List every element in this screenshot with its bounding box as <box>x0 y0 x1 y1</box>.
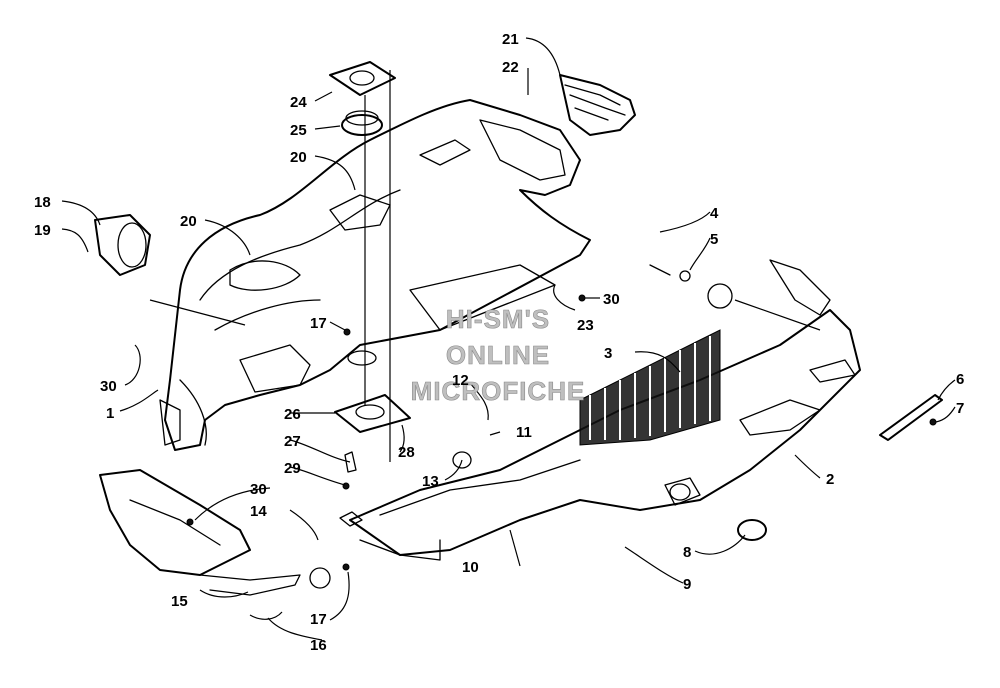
callout-20-left: 20 <box>180 213 197 230</box>
callout-24: 24 <box>290 94 307 111</box>
gauge-plates <box>329 61 411 433</box>
callout-23: 23 <box>577 317 594 334</box>
callout-2: 2 <box>826 471 834 488</box>
watermark-line-1: HI-SM'S <box>446 304 550 334</box>
callout-26: 26 <box>284 406 301 423</box>
callout-25: 25 <box>290 122 307 139</box>
callout-8: 8 <box>683 544 691 561</box>
watermark-line-3: MICROFICHE <box>411 376 586 406</box>
callout-4: 4 <box>710 205 719 222</box>
callout-5: 5 <box>710 231 718 248</box>
callout-10: 10 <box>462 559 479 576</box>
callout-6: 6 <box>956 371 964 388</box>
callout-27: 27 <box>284 433 301 450</box>
callout-21: 21 <box>502 31 519 48</box>
callout-9: 9 <box>683 576 691 593</box>
headlight <box>94 214 151 276</box>
callout-7: 7 <box>956 400 964 417</box>
callout-29: 29 <box>284 460 301 477</box>
callout-14: 14 <box>250 503 267 520</box>
callout-20-upper: 20 <box>290 149 307 166</box>
track-tunnel <box>579 329 721 446</box>
callout-30-left: 30 <box>100 378 117 395</box>
watermark: HI-SM'S ONLINE MICROFICHE <box>410 304 586 407</box>
callout-18: 18 <box>34 194 51 211</box>
leader-lines <box>61 37 956 641</box>
watermark-line-2: ONLINE <box>446 340 550 370</box>
callout-22: 22 <box>502 59 519 76</box>
callout-1: 1 <box>106 405 114 422</box>
callout-11: 11 <box>516 424 532 441</box>
side-panel-upper <box>559 74 636 136</box>
callout-13: 13 <box>422 473 439 490</box>
callout-19: 19 <box>34 222 51 239</box>
callout-15: 15 <box>171 593 188 610</box>
callout-30-lower: 30 <box>250 481 267 498</box>
bracket <box>879 394 943 441</box>
lower-chassis <box>349 259 861 561</box>
front-nose <box>99 469 301 596</box>
callout-30-right: 30 <box>603 291 620 308</box>
callout-28: 28 <box>398 444 415 461</box>
callout-labels: 1 2 3 4 5 6 7 8 9 10 11 12 13 14 15 16 1… <box>34 31 964 654</box>
callout-12: 12 <box>452 372 469 389</box>
callout-17-lower: 17 <box>310 611 327 628</box>
callout-16: 16 <box>310 637 327 654</box>
callout-17-upper: 17 <box>310 315 327 332</box>
callout-3: 3 <box>604 345 612 362</box>
